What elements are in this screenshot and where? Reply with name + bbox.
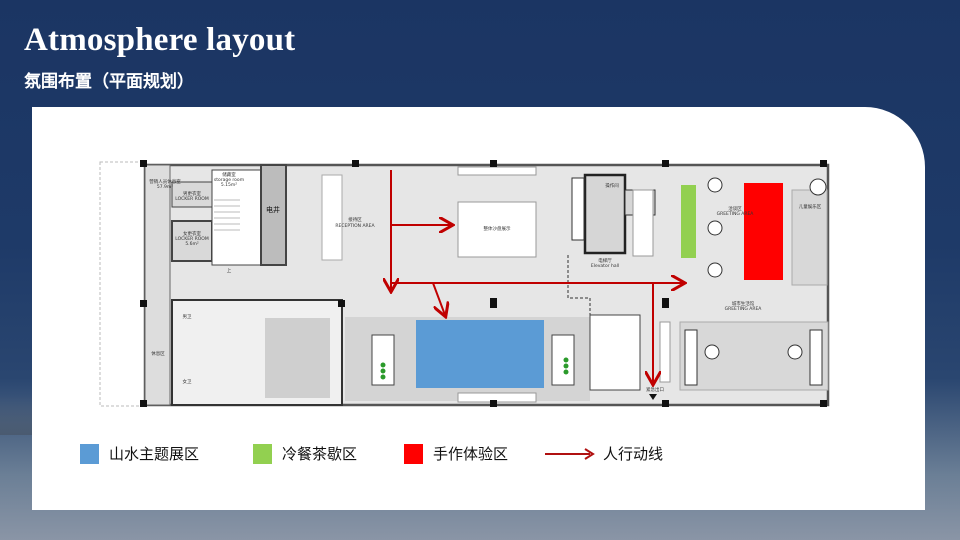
label-reception: 接待区	[348, 216, 362, 223]
label-women: 女卫	[183, 378, 192, 385]
legend-handcraft: 手作体验区	[404, 443, 508, 464]
legend-circulation: 人行动线	[545, 443, 663, 464]
circulation-path	[391, 170, 683, 383]
label-up: 上	[227, 267, 232, 274]
bar-counter	[632, 189, 654, 257]
kids-area	[791, 189, 828, 286]
label-locker1-en: LOCKER ROOM	[175, 236, 209, 242]
legend-landscape: 山水主题展区	[80, 443, 199, 464]
exit-marker-icon	[649, 394, 657, 400]
legend-label: 冷餐茶歇区	[282, 445, 358, 463]
label-greeting: 洽谈区	[728, 205, 742, 212]
handcraft-zone	[744, 183, 783, 280]
cabinet	[571, 177, 585, 241]
label-staff: 营销人员休息室	[149, 178, 181, 185]
label-rest: 休息区	[151, 350, 165, 357]
legend-label: 山水主题展区	[109, 445, 200, 463]
legend-swatch-blue	[80, 443, 99, 464]
label-locker1-area: 5.6m²	[185, 241, 199, 247]
reception-desk	[321, 174, 343, 261]
label-locker2-en: LOCKER ROOM	[175, 196, 209, 202]
page-title: Atmosphere layout	[24, 22, 296, 58]
label-shaft: 电井	[266, 205, 280, 214]
cold-buffet-zone	[681, 185, 696, 258]
label-storage-en: storage room	[214, 177, 244, 183]
legend-swatch-green	[253, 443, 272, 464]
rest-lounge	[265, 318, 330, 398]
label-city: 城市生活馆	[732, 300, 755, 307]
legend-label: 人行动线	[603, 445, 664, 463]
arrow-icon	[545, 447, 595, 460]
label-exit: 紧急出口	[646, 386, 664, 393]
page-subtitle: 氛围布置（平面规划）	[24, 72, 194, 92]
stair-2	[589, 314, 641, 391]
dashed-boundary	[567, 255, 591, 320]
legend-swatch-red	[404, 443, 423, 464]
corridor	[144, 164, 171, 406]
locker-room-2	[171, 220, 213, 262]
label-men: 男卫	[183, 314, 192, 320]
label-storage: 储藏室	[222, 171, 236, 178]
label-model: 整体沙盘展示	[484, 225, 511, 232]
label-locker1: 女更衣室	[183, 230, 201, 237]
label-locker2: 男更衣室	[183, 190, 201, 197]
outer-strip	[99, 161, 146, 407]
label-city-en: GREETING AREA	[725, 306, 763, 312]
sand-table-model	[457, 201, 537, 258]
label-storage-area: 5.15m²	[221, 182, 237, 188]
city-skyline-background	[0, 395, 32, 435]
led-screen	[457, 166, 537, 176]
structural-columns	[140, 160, 827, 407]
city-lounge	[679, 321, 829, 391]
legend-label: 手作体验区	[433, 445, 509, 463]
label-op: 操作间	[605, 182, 619, 189]
landscape-theme-zone	[416, 320, 544, 388]
display-stand-right	[551, 334, 575, 386]
display-stand-left	[371, 334, 395, 386]
label-reception-en: RECEPTION AREA	[335, 223, 375, 229]
tables	[684, 177, 827, 386]
locker-room-1	[171, 181, 213, 208]
side-counter	[659, 321, 671, 383]
label-kids: 儿童娱乐区	[799, 203, 822, 210]
label-greeting-en: GREETING AREA	[717, 211, 755, 217]
legend-buffet: 冷餐茶歇区	[253, 443, 357, 464]
label-elevator-en: Elevator hall	[591, 263, 619, 269]
path-arrow-exhibit	[432, 282, 445, 315]
label-staff-area: 57.9m²	[157, 184, 173, 190]
electric-shaft	[260, 164, 287, 266]
label-elevator: 电梯厅	[598, 257, 612, 264]
